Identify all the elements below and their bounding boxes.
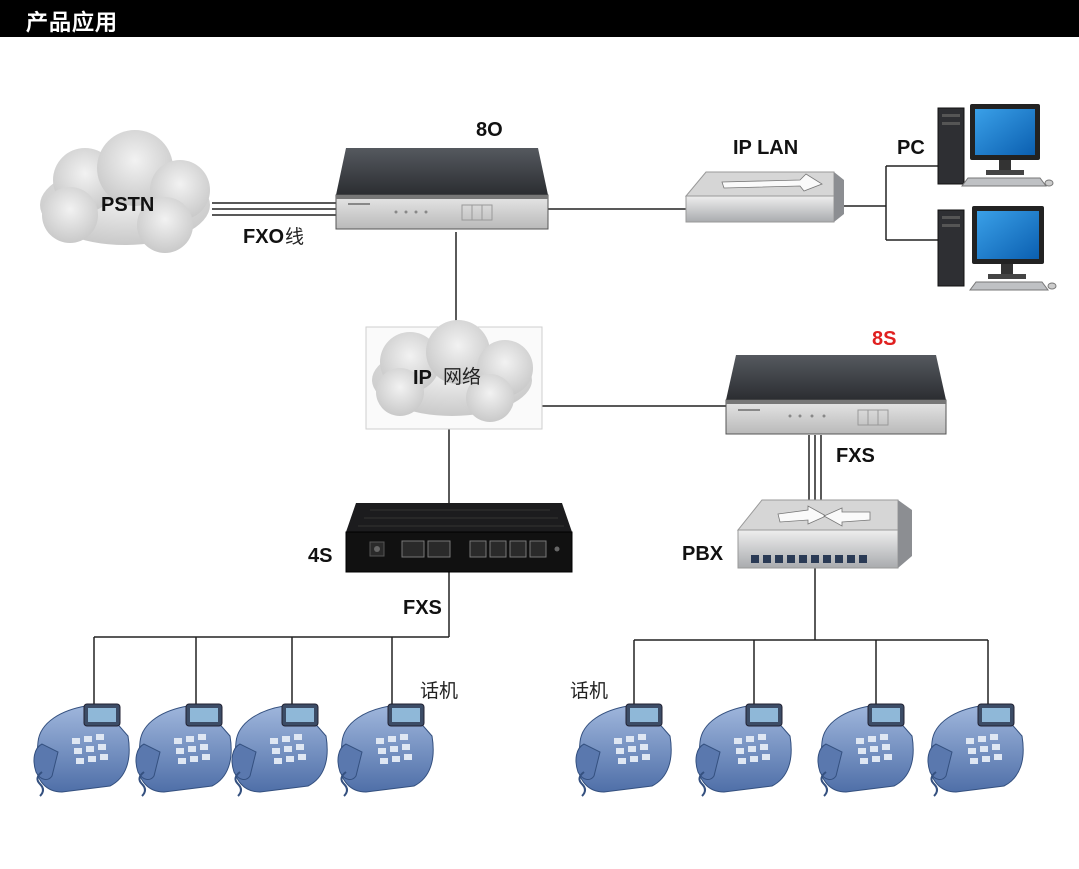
ip-lan-switch bbox=[684, 171, 844, 223]
ip-network-suffix: 网络 bbox=[443, 366, 481, 388]
phones-right-label: 话机 bbox=[570, 680, 608, 702]
phone-6 bbox=[695, 703, 792, 797]
phone-8 bbox=[927, 703, 1024, 797]
gateway-8o-label: 8O bbox=[476, 119, 503, 141]
fxs-right-label: FXS bbox=[836, 445, 875, 467]
ip-lan-label: IP LAN bbox=[733, 137, 798, 159]
gateway-4s-label: 4S bbox=[308, 545, 332, 567]
pbx-label: PBX bbox=[682, 543, 724, 565]
phone-5 bbox=[575, 703, 672, 797]
pc-bottom bbox=[937, 206, 1057, 291]
phone-4 bbox=[337, 703, 434, 797]
gateway-8s-label: 8S bbox=[872, 328, 896, 350]
fxo-line-suffix: 线 bbox=[285, 226, 304, 248]
pc-top bbox=[937, 104, 1054, 187]
phone-7 bbox=[817, 703, 914, 797]
pbx-switch bbox=[736, 499, 912, 569]
pstn-label: PSTN bbox=[101, 194, 154, 216]
fxo-line-label: FXO bbox=[243, 226, 284, 248]
fxs-left-label: FXS bbox=[403, 597, 442, 619]
page-title: 产品应用 bbox=[26, 11, 119, 36]
pstn-cloud: PSTN bbox=[40, 130, 210, 253]
pc-label: PC bbox=[897, 137, 925, 159]
ip-network-label: IP bbox=[413, 367, 432, 389]
phone-1 bbox=[33, 703, 130, 797]
gateway-8s bbox=[725, 355, 947, 435]
connection-lines bbox=[93, 165, 989, 705]
gateway-8o bbox=[335, 148, 549, 230]
phones-left-label: 话机 bbox=[420, 680, 458, 702]
page-header: 产品应用 bbox=[0, 0, 1079, 37]
gateway-4s bbox=[345, 503, 573, 573]
phone-3 bbox=[231, 703, 328, 797]
phone-2 bbox=[135, 703, 232, 797]
ip-network-cloud: IP 网络 bbox=[365, 320, 543, 430]
